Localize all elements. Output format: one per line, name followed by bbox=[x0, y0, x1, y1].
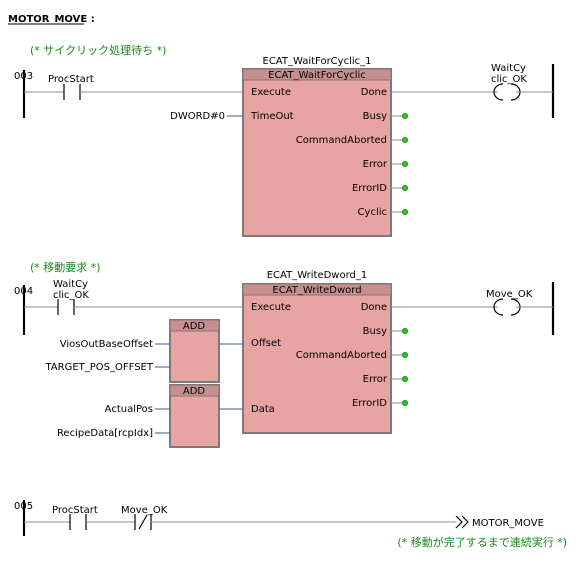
timeout-value: DWORD#0 bbox=[170, 111, 225, 122]
error-output-dot bbox=[401, 375, 408, 382]
errorid-output-dot bbox=[401, 399, 408, 406]
commandaborted-output-dot bbox=[401, 136, 408, 143]
commandaborted-output-dot bbox=[401, 351, 408, 358]
rung-003-contact-label: ProcStart bbox=[48, 74, 94, 85]
fb-input-timeout: TimeOut bbox=[250, 111, 294, 122]
add-block-1-label: ADD bbox=[183, 321, 206, 332]
fb-output-commandaborted: CommandAborted bbox=[296, 350, 387, 361]
add2-input-recipedata: RecipeData[rcpIdx] bbox=[57, 428, 153, 439]
fb-output-busy: Busy bbox=[363, 111, 387, 122]
cyclic-output-dot bbox=[401, 208, 408, 215]
fb-output-done: Done bbox=[361, 302, 387, 313]
fb-output-error: Error bbox=[363, 159, 388, 170]
add-block-1[interactable]: ADD bbox=[169, 319, 220, 383]
fb-output-error: Error bbox=[363, 374, 388, 385]
fb-input-offset: Offset bbox=[251, 338, 281, 349]
rung-005-contact2-label: Move_OK bbox=[121, 505, 168, 516]
jump-arrow-icon bbox=[455, 515, 469, 529]
fb-output-errorid: ErrorID bbox=[352, 183, 387, 194]
add-block-2[interactable]: ADD bbox=[169, 384, 220, 448]
rung-004-contact-label-1: WaitCy bbox=[53, 279, 88, 290]
error-output-dot bbox=[401, 160, 408, 167]
busy-output-dot bbox=[401, 327, 408, 334]
fb-input-data: Data bbox=[251, 404, 275, 415]
add-block-2-label: ADD bbox=[183, 386, 206, 397]
fb-input-execute: Execute bbox=[251, 87, 291, 98]
ecat-writedword-block[interactable]: ECAT_WriteDword Execute Offset Data Done… bbox=[242, 283, 392, 434]
rung-005-contact1-label: ProcStart bbox=[52, 505, 98, 516]
fb-output-errorid: ErrorID bbox=[352, 398, 387, 409]
rung-005-procstart-contact[interactable]: ProcStart bbox=[52, 505, 98, 530]
rung-004-waitcyclic-contact[interactable]: WaitCy clic_OK bbox=[53, 279, 89, 315]
add2-input-actualpos: ActualPos bbox=[105, 404, 153, 415]
errorid-output-dot bbox=[401, 184, 408, 191]
rung-003-coil[interactable]: WaitCy clic_OK bbox=[491, 63, 527, 101]
program-title: MOTOR_MOVE : bbox=[8, 14, 95, 25]
fb-output-busy: Busy bbox=[363, 326, 387, 337]
rung-003-coil-label-1: WaitCy bbox=[491, 63, 526, 74]
add1-input-viosoutbaseoffset: ViosOutBaseOffset bbox=[60, 339, 153, 350]
rung-003-coil-label-2: clic_OK bbox=[491, 74, 527, 85]
rung-003-procstart-contact[interactable]: ProcStart bbox=[48, 74, 94, 100]
fb-type-label: ECAT_WriteDword bbox=[272, 285, 361, 296]
ecat-waitforcyclic-block[interactable]: ECAT_WaitForCyclic Execute TimeOut Done … bbox=[242, 68, 392, 237]
add1-input-target-pos-offset: TARGET_POS_OFFSET bbox=[44, 362, 153, 373]
fb-type-label: ECAT_WaitForCyclic bbox=[268, 70, 366, 81]
rung-004-coil[interactable]: Move_OK bbox=[486, 289, 533, 316]
fb-output-cyclic: Cyclic bbox=[358, 207, 387, 218]
rung-004-fb-instance: ECAT_WriteDword_1 bbox=[267, 270, 368, 281]
rung-005-comment: (* 移動が完了するまで連続実行 *) bbox=[397, 535, 567, 549]
busy-output-dot bbox=[401, 113, 408, 120]
fb-input-execute: Execute bbox=[251, 302, 291, 313]
rung-004-comment: (* 移動要求 *) bbox=[30, 260, 101, 274]
rung-005-move-ok-nc-contact[interactable]: Move_OK bbox=[121, 505, 168, 530]
jump-target-label[interactable]: MOTOR_MOVE bbox=[472, 518, 544, 529]
rung-003-comment: (* サイクリック処理待ち *) bbox=[30, 43, 166, 57]
rung-003-fb-instance: ECAT_WaitForCyclic_1 bbox=[263, 56, 372, 67]
fb-output-commandaborted: CommandAborted bbox=[296, 135, 387, 146]
rung-004-contact-label-2: clic_OK bbox=[53, 290, 89, 301]
rung-004-coil-label: Move_OK bbox=[486, 289, 533, 300]
fb-output-done: Done bbox=[361, 87, 387, 98]
